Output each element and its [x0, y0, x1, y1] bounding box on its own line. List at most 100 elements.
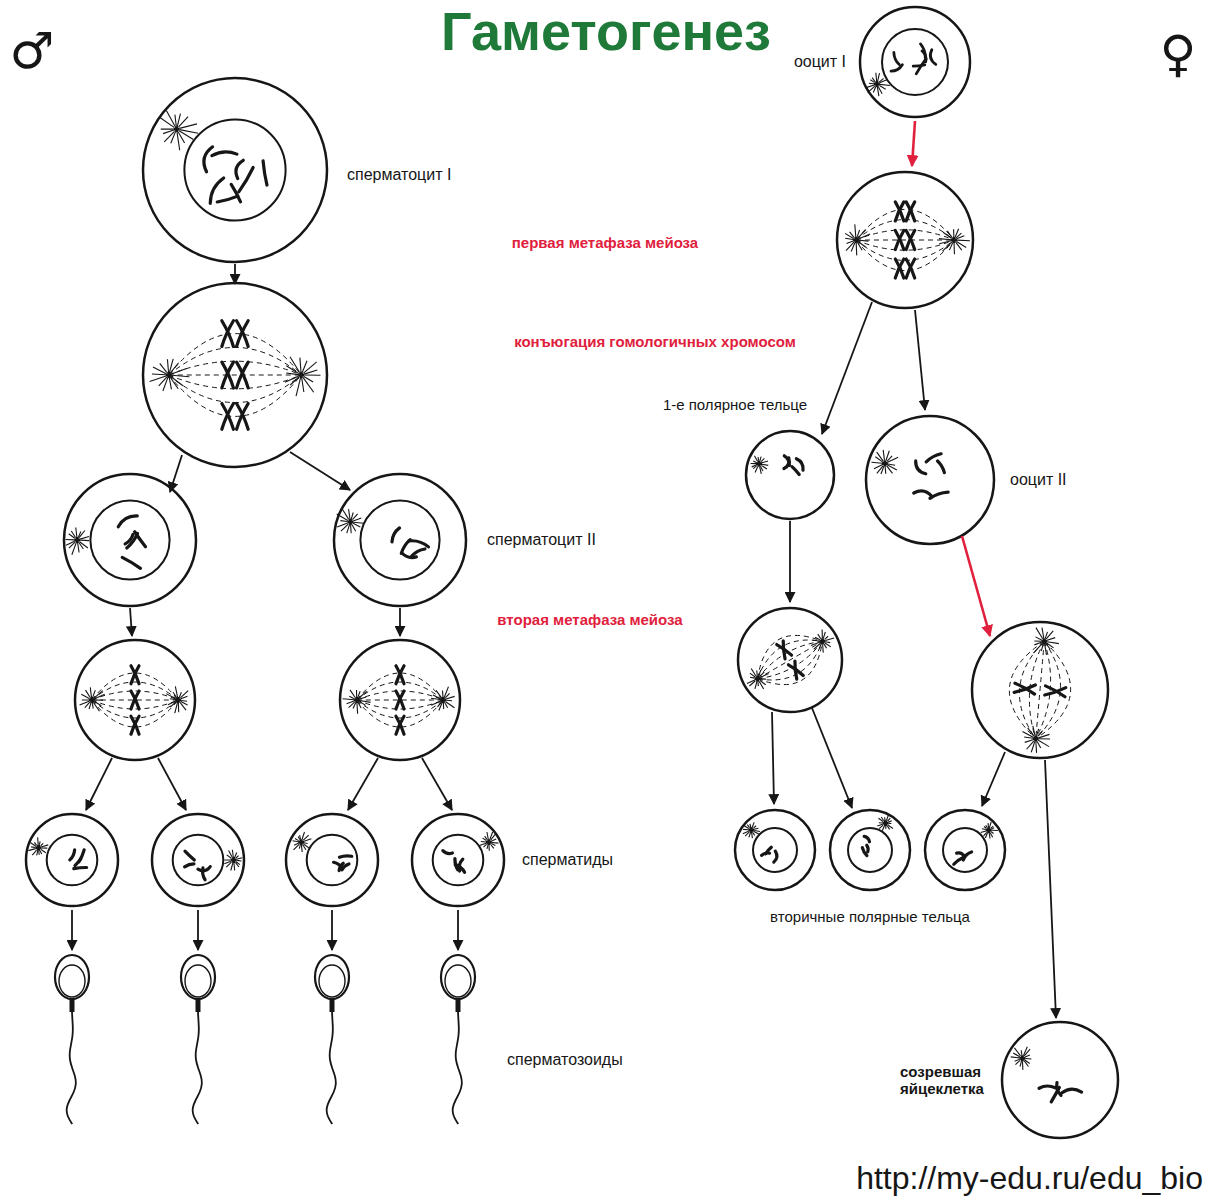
illustration-part: [887, 826, 890, 830]
illustration-part: [412, 814, 504, 906]
sperm-cell: [181, 955, 215, 1124]
illustration-part: [850, 232, 855, 238]
illustration-part: [984, 832, 987, 836]
stage-label: сперматоцит II: [485, 531, 598, 549]
illustration-part: [888, 825, 893, 829]
illustration-part: [888, 457, 899, 462]
cell: [925, 810, 1005, 890]
illustration-part: [750, 827, 753, 833]
illustration-part: [342, 864, 349, 870]
illustration-part: [236, 160, 243, 178]
illustration-part: [747, 825, 749, 828]
illustration-part: [301, 845, 303, 852]
cell: [152, 814, 244, 906]
illustration-part: [1014, 1048, 1020, 1056]
illustration-part: [752, 465, 757, 467]
illustration-part: [360, 697, 367, 699]
illustration-part: [160, 363, 167, 372]
illustration-part: [988, 823, 989, 827]
illustration-part: [811, 642, 820, 645]
illustration-part: [888, 464, 895, 465]
illustration-part: [327, 1012, 336, 1124]
illustration-part: [877, 452, 883, 461]
illustration-part: [351, 512, 353, 519]
sperm-cell: [441, 955, 475, 1124]
illustration-part: [236, 856, 239, 858]
illustration-part: [938, 461, 945, 473]
illustration-part: [758, 641, 823, 678]
illustration-part: [175, 115, 176, 127]
illustration-part: [822, 644, 824, 652]
illustration-part: [31, 846, 35, 848]
illustration-part: [895, 259, 904, 278]
cell: [334, 474, 466, 606]
illustration-part: [446, 696, 455, 699]
illustration-part: [203, 868, 206, 880]
illustration-part: [1033, 726, 1035, 736]
illustration-part: [744, 826, 749, 829]
illustration-part: [987, 827, 990, 833]
cell: [866, 416, 994, 544]
illustration-part: [1045, 644, 1047, 655]
illustration-part: [856, 209, 954, 240]
illustration-part: [823, 632, 825, 638]
illustration-part: [286, 373, 298, 375]
illustration-part: [895, 230, 904, 249]
illustration-part: [877, 824, 882, 826]
illustration-part: [357, 700, 443, 718]
illustration-part: [881, 817, 884, 821]
illustration-part: [491, 845, 494, 849]
illustration-part: [175, 126, 178, 132]
illustration-part: [356, 703, 358, 714]
illustration-part: [784, 456, 789, 466]
illustration-part: [152, 373, 166, 375]
illustration-part: [443, 703, 444, 709]
illustration-part: [349, 519, 352, 525]
illustration-part: [487, 845, 488, 849]
illustration-part: [1034, 641, 1041, 642]
illustration-part: [758, 457, 760, 461]
illustration-part: [334, 474, 466, 606]
illustration-part: [340, 640, 460, 760]
illustration-part: [37, 837, 39, 844]
illustration-part: [286, 814, 378, 906]
illustration-part: [749, 833, 750, 837]
illustration-part: [756, 671, 758, 676]
illustration-part: [263, 161, 267, 185]
illustration-part: [491, 834, 496, 840]
illustration-part: [885, 826, 886, 829]
illustration-part: [906, 230, 915, 249]
illustration-part: [75, 640, 195, 760]
illustration-part: [396, 666, 404, 684]
illustration-part: [756, 676, 759, 682]
illustration-part: [856, 240, 954, 241]
illustration-part: [1002, 1022, 1118, 1138]
illustration-part: [233, 863, 235, 870]
illustration-part: [122, 557, 140, 568]
cell: [735, 810, 815, 890]
illustration-part: [1035, 742, 1037, 753]
illustration-part: [1062, 1089, 1082, 1093]
illustration-part: [163, 130, 174, 134]
illustration-part: [445, 965, 471, 997]
cell-drawings: [26, 7, 1118, 1138]
illustration-part: [1034, 642, 1041, 645]
illustration-part: [433, 835, 484, 886]
illustration-part: [1025, 1058, 1031, 1060]
illustration-part: [883, 461, 886, 467]
illustration-part: [173, 835, 224, 886]
illustration-part: [181, 955, 215, 999]
illustration-part: [40, 850, 42, 853]
illustration-part: [175, 686, 177, 697]
illustration-part: [1036, 641, 1045, 739]
illustration-part: [751, 463, 756, 464]
illustration-part: [1036, 628, 1043, 639]
illustration-part: [880, 80, 887, 83]
illustration-part: [185, 851, 194, 860]
illustration-part: [334, 862, 343, 869]
illustration-part: [885, 467, 887, 474]
illustration-part: [180, 702, 186, 710]
illustration-part: [300, 839, 303, 845]
dividing-cell: [143, 283, 327, 467]
illustration-part: [754, 828, 758, 829]
